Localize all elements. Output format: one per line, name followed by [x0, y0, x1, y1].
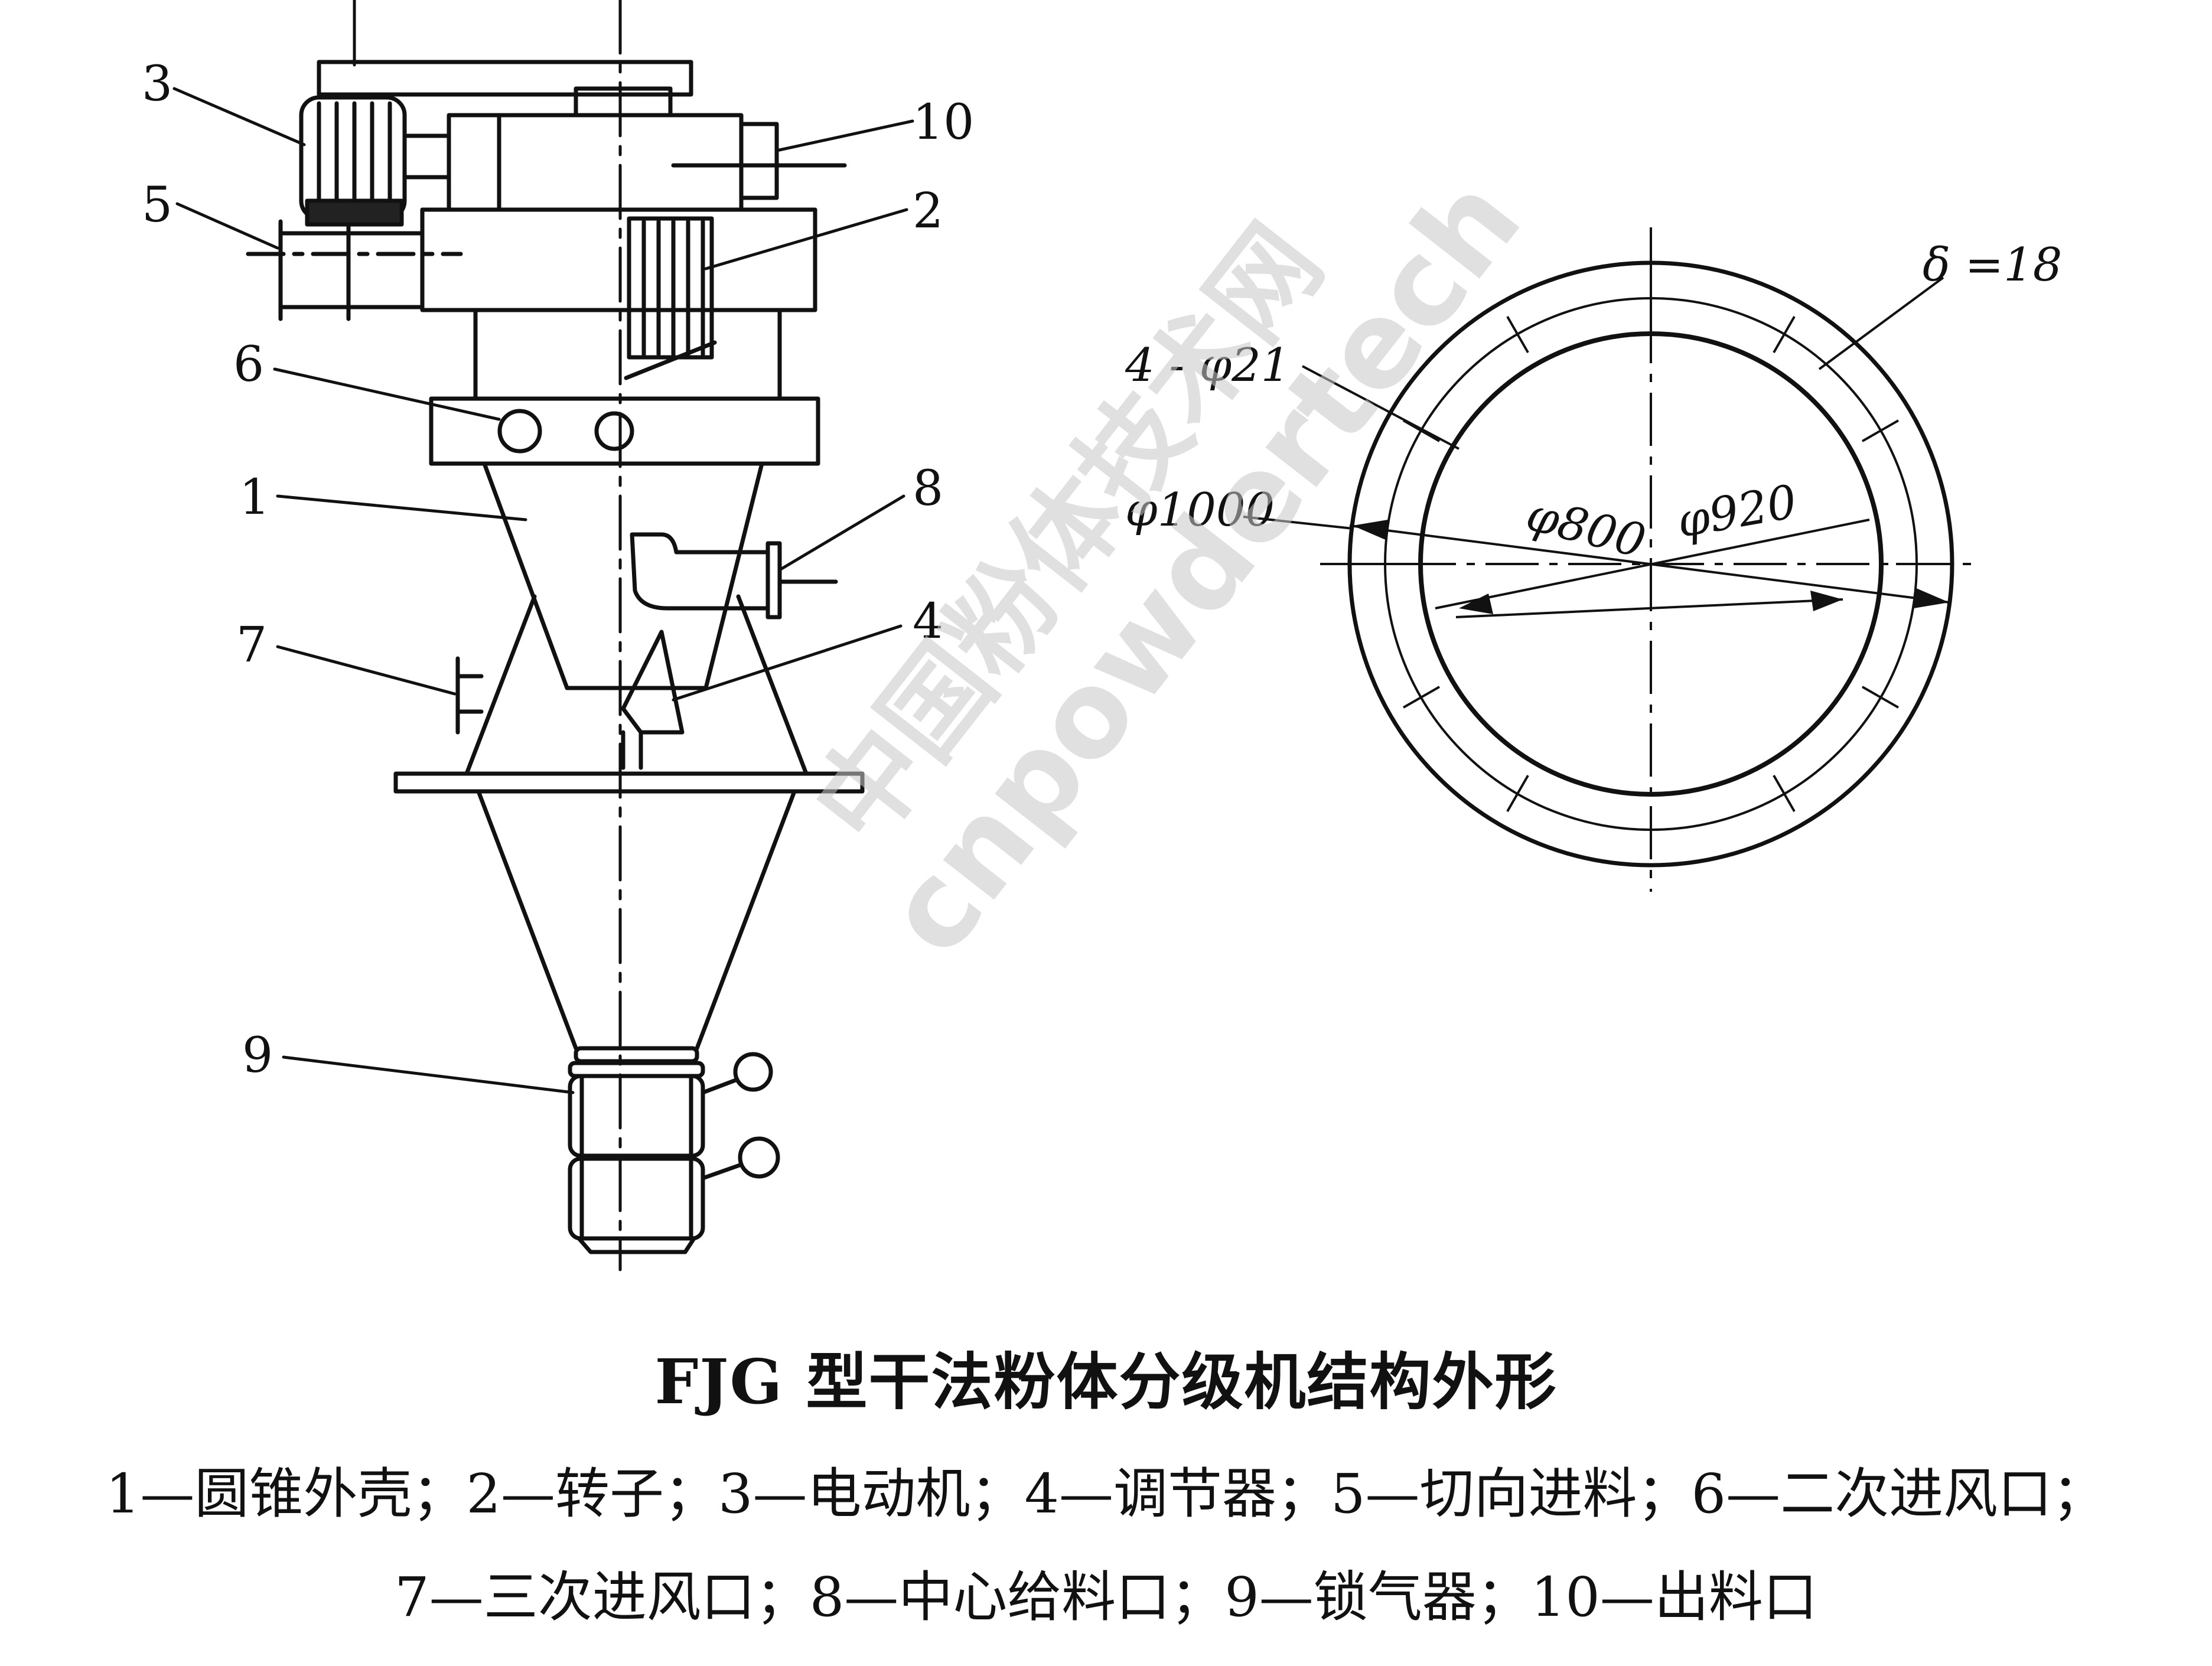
label-3: 3 [142, 56, 172, 112]
label-5: 5 [142, 177, 172, 233]
dimension-arrowheads [1353, 520, 1949, 614]
diameter-dimension-lines [1243, 276, 1950, 618]
tangential-feed [246, 219, 463, 321]
label-1: 1 [239, 470, 270, 526]
part-labels: 3 10 5 2 6 1 8 4 7 9 [142, 56, 974, 1084]
flange-plan-view [1243, 227, 1976, 892]
bolt-hole-ticks [1364, 278, 1937, 850]
bolt-holes-label: 4 - φ21 [1125, 339, 1290, 392]
lower-hopper [476, 789, 797, 1051]
thickness-label: δ =18 [1923, 239, 2062, 292]
label-7: 7 [236, 617, 267, 673]
figure-title: FJG 型干法粉体分级机结构外形 [654, 1345, 1558, 1418]
label-4: 4 [913, 594, 943, 650]
parts-legend-line-2: 7—三次进风口；8—中心给料口；9—锁气器；10—出料口 [395, 1566, 1817, 1629]
label-9: 9 [242, 1028, 273, 1084]
leader-lines [172, 87, 914, 1094]
tertiary-air-inlet [455, 656, 484, 735]
rotor-housing [420, 207, 817, 401]
electric-motor [299, 95, 451, 227]
cone-shell [464, 461, 809, 776]
parts-legend-line-1: 1—圆锥外壳；2—转子；3—电动机；4—调节器；5—切向进料；6—二次进风口； [105, 1462, 2107, 1525]
central-feed-inlet [630, 532, 838, 620]
label-10: 10 [913, 94, 974, 151]
label-6: 6 [233, 337, 264, 393]
upper-housing [447, 113, 847, 212]
outer-diameter-label: φ1000 [1125, 484, 1275, 537]
regulator [621, 630, 685, 770]
airlock [568, 1046, 780, 1254]
support-plate [393, 771, 865, 794]
secondary-air-ring [429, 396, 820, 466]
label-2: 2 [913, 183, 943, 239]
watermark: 中国粉体技术网 cnpowdertech [790, 153, 1547, 980]
drive-cover [317, 60, 693, 118]
label-8: 8 [913, 461, 943, 517]
